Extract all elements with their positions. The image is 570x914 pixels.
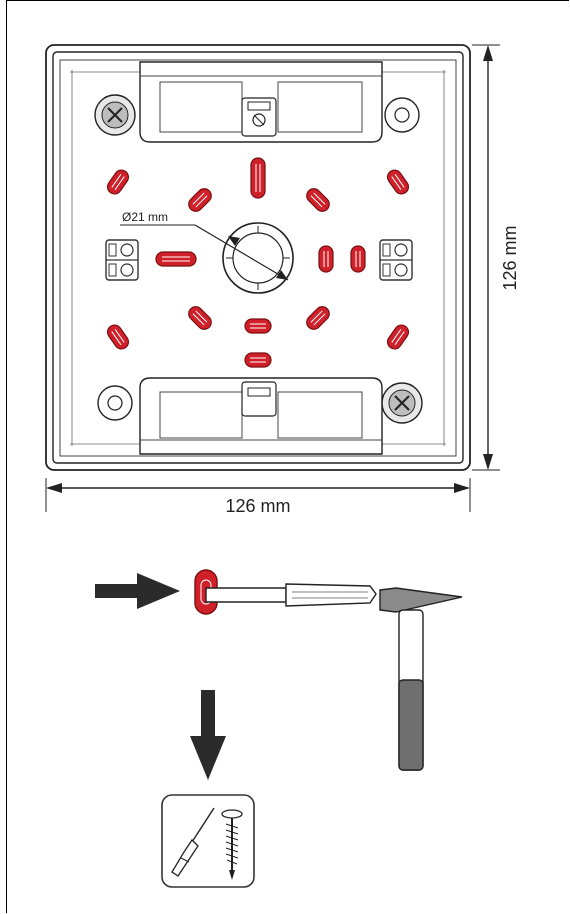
chisel-icon [205,583,377,607]
box-top-view [45,44,471,471]
screw-post-top-left [94,94,136,136]
screw-post-bottom-right [381,382,423,424]
width-dimension [45,478,471,512]
central-cable-entry [222,222,294,294]
screw-icon [221,809,243,880]
arrow-right-icon [95,573,180,609]
height-dimension [472,44,500,471]
knockout-slot [244,318,272,334]
mount-hole-bottom-left [97,385,133,421]
arrow-down-icon [190,690,226,780]
top-cable-housing [139,61,383,143]
knockout-slot [244,352,272,368]
hole-diameter-label: Ø21 mm [122,210,168,224]
mount-hole-top-right [384,97,420,133]
diameter-indicator [120,224,289,281]
width-label: 126 mm [225,496,290,516]
knockout-slot [250,157,266,199]
height-label: 126 mm [500,225,520,290]
terminal-block-right [379,239,413,281]
bottom-cable-housing [139,377,383,455]
knockout-slot [318,245,334,273]
screwdriver-icon [171,807,215,877]
page-frame [6,0,569,913]
terminal-block-left [105,239,139,281]
hammer-icon [379,587,463,771]
knockout-slot [155,251,197,267]
knockout-slot [350,245,366,273]
tools-badge [161,794,255,888]
